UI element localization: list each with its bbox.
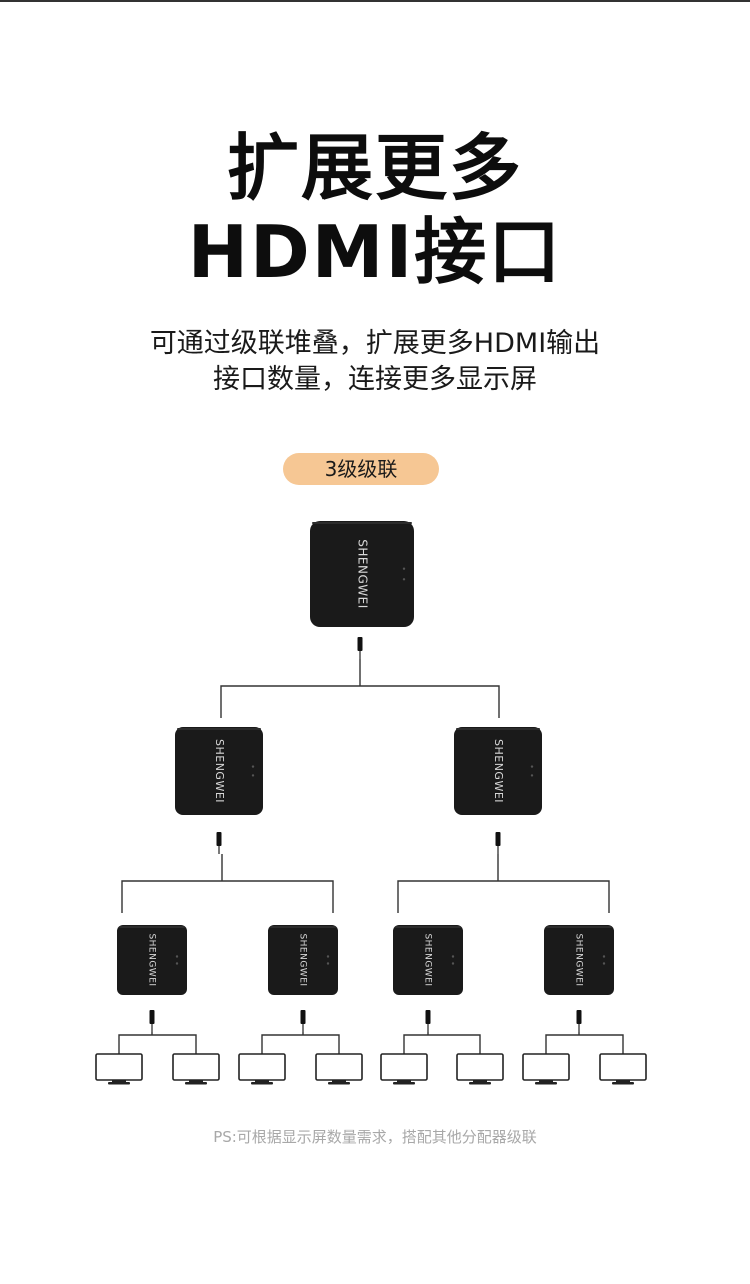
device-brand-label: SHENGWEI: [213, 739, 226, 803]
hdmi-cable-icon: [300, 1010, 306, 1032]
device-brand-label: SHENGWEI: [492, 739, 505, 803]
connector-lines: [118, 659, 624, 1054]
footnote: PS:可根据显示屏数量需求，搭配其他分配器级联: [213, 1128, 537, 1146]
monitor-icon: [238, 1053, 286, 1085]
splitter-device: SHENGWEI: [544, 925, 614, 995]
monitor-icon: [456, 1053, 504, 1085]
device-brand-label: SHENGWEI: [356, 539, 370, 608]
splitter-device: SHENGWEI: [175, 727, 263, 815]
headline-line-2: HDMI接口: [187, 210, 563, 294]
description-line-1: 可通过级联堆叠，扩展更多HDMI输出: [149, 328, 601, 359]
splitter-devices: SHENGWEI SHENGWEI SHENGWEI SHENGWEI SHENGWEI…: [117, 521, 614, 1032]
hdmi-cable-icon: [149, 1010, 155, 1032]
headline-line-1: 扩展更多: [226, 126, 523, 210]
monitor-icon: [599, 1053, 647, 1085]
device-brand-label: SHENGWEI: [574, 933, 584, 986]
splitter-device: SHENGWEI: [310, 521, 414, 627]
hdmi-cable-icon: [216, 832, 222, 854]
splitter-device: SHENGWEI: [393, 925, 463, 995]
device-brand-label: SHENGWEI: [423, 933, 433, 986]
monitor-icon: [95, 1053, 143, 1085]
hdmi-cable-icon: [425, 1010, 431, 1032]
cascade-level-badge: 3级级联: [283, 453, 439, 485]
splitter-device: SHENGWEI: [454, 727, 542, 815]
monitor-icon: [172, 1053, 220, 1085]
hdmi-cable-icon: [357, 637, 363, 659]
splitter-device: SHENGWEI: [268, 925, 338, 995]
monitor-icon: [315, 1053, 363, 1085]
device-brand-label: SHENGWEI: [298, 933, 308, 986]
monitor-icon: [380, 1053, 428, 1085]
splitter-device: SHENGWEI: [117, 925, 187, 995]
description-line-2: 接口数量，连接更多显示屏: [213, 364, 537, 395]
hdmi-cable-icon: [495, 832, 501, 854]
hdmi-cable-icon: [576, 1010, 582, 1032]
top-border: [0, 0, 750, 2]
monitors: [95, 1053, 647, 1085]
device-brand-label: SHENGWEI: [147, 933, 157, 986]
monitor-icon: [522, 1053, 570, 1085]
